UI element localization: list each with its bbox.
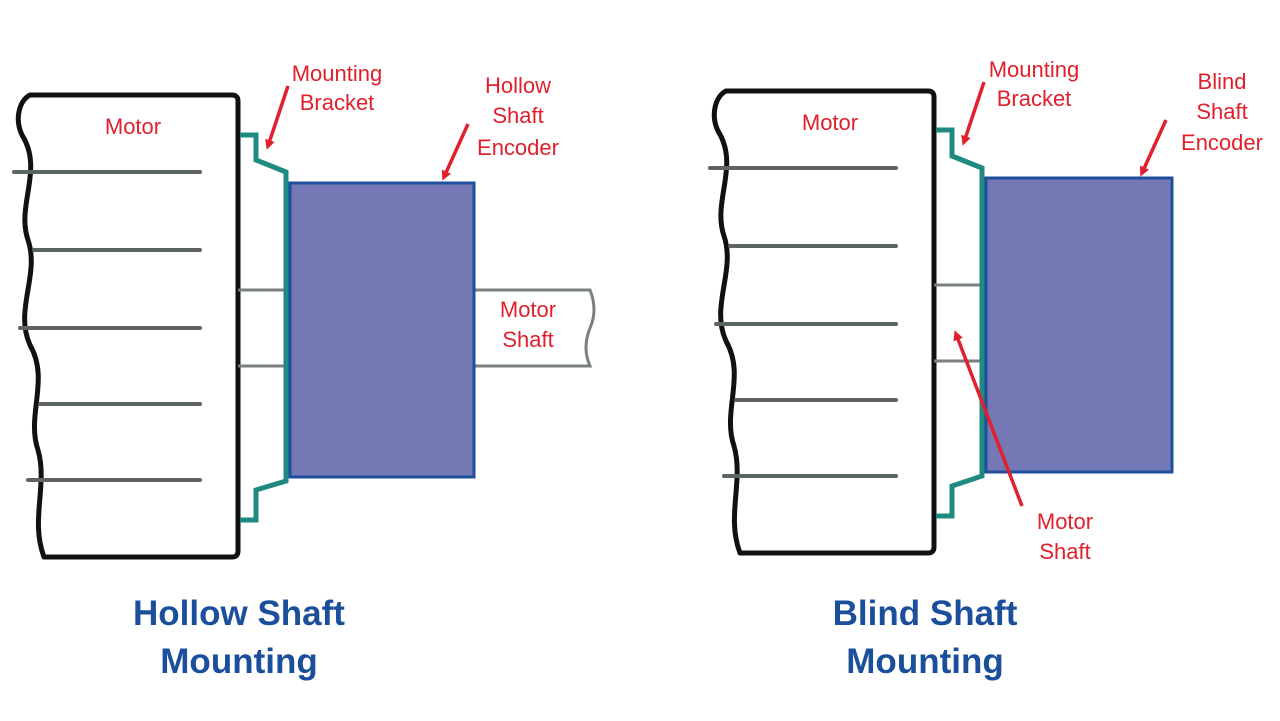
hollow-bracket-label-line1: Mounting bbox=[292, 61, 383, 86]
blind-encoder-label-line1: Blind bbox=[1198, 69, 1247, 94]
hollow-encoder-label-line2: Shaft bbox=[492, 103, 543, 128]
blind-encoder-label-line3: Encoder bbox=[1181, 130, 1263, 155]
hollow-motor-shaft bbox=[238, 288, 596, 368]
hollow-shaft-label-line2: Shaft bbox=[502, 327, 553, 352]
hollow-caption-line1: Hollow Shaft bbox=[133, 594, 345, 633]
hollow-motor-fins bbox=[12, 170, 202, 482]
hollow-caption-line2: Mounting bbox=[160, 642, 317, 681]
hollow-encoder-label-line3: Encoder bbox=[477, 135, 559, 160]
hollow-shaft-label-line1: Motor bbox=[500, 297, 556, 322]
blind-caption-line1: Blind Shaft bbox=[833, 594, 1018, 633]
blind-shaft-label-line2: Shaft bbox=[1039, 539, 1090, 564]
blind-shaft-diagram: Motor Mounting Bracket Blind Shaft Encod… bbox=[708, 57, 1263, 681]
hollow-shaft-diagram: Motor Mounting Bracket Hollow Shaft Enco… bbox=[12, 61, 596, 681]
blind-motor-label: Motor bbox=[802, 110, 858, 135]
blind-motor-shaft bbox=[934, 283, 986, 363]
bracket-arrow bbox=[265, 85, 290, 150]
encoder-arrow bbox=[1139, 119, 1168, 177]
blind-encoder-label-line2: Shaft bbox=[1196, 99, 1247, 124]
hollow-shaft-encoder bbox=[288, 181, 476, 479]
bracket-arrow bbox=[961, 81, 986, 146]
hollow-mounting-bracket bbox=[240, 132, 289, 523]
hollow-motor-label: Motor bbox=[105, 114, 161, 139]
encoder-arrow bbox=[441, 123, 470, 181]
blind-caption-line2: Mounting bbox=[846, 642, 1003, 681]
blind-bracket-label-line1: Mounting bbox=[989, 57, 1080, 82]
hollow-encoder-label-line1: Hollow bbox=[485, 73, 551, 98]
blind-shaft-encoder bbox=[984, 176, 1174, 474]
blind-motor-fins bbox=[708, 166, 898, 478]
hollow-bracket-label-line2: Bracket bbox=[300, 90, 375, 115]
blind-shaft-label-line1: Motor bbox=[1037, 509, 1093, 534]
blind-bracket-label-line2: Bracket bbox=[997, 86, 1072, 111]
shaft-arrow bbox=[953, 330, 1024, 507]
blind-mounting-bracket bbox=[936, 127, 985, 519]
